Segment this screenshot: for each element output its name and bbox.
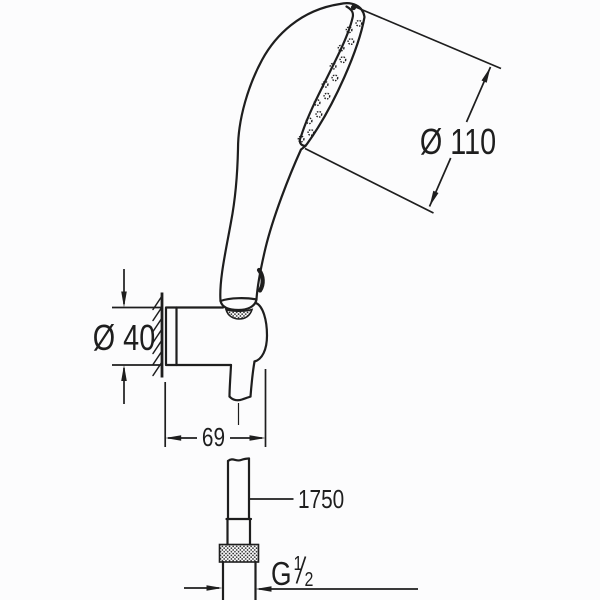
hand-shower [219,2,366,320]
shower-hose [218,457,260,600]
dimension-holder-depth: 69 [164,369,267,452]
connection-nut [218,543,260,563]
spray-nozzles [297,19,363,143]
wall-holder [152,292,269,425]
dimension-hose-length: 1750 [249,485,344,514]
holder-depth-label: 69 [202,423,225,452]
head-diameter-label: Ø 110 [420,121,496,162]
dimension-head-diameter: Ø 110 [304,4,502,214]
dimension-holder-diameter: Ø 40 [93,269,163,404]
dimension-thread-size: G 1 2 [184,552,418,593]
wall-hatching [152,295,163,377]
thread-prefix-label: G [271,556,292,592]
thread-numerator-label: 1 [294,552,303,574]
hose-length-label: 1750 [298,485,344,514]
cone-tip [224,308,254,320]
thread-denominator-label: 2 [305,568,314,590]
holder-diameter-label: Ø 40 [93,317,155,358]
